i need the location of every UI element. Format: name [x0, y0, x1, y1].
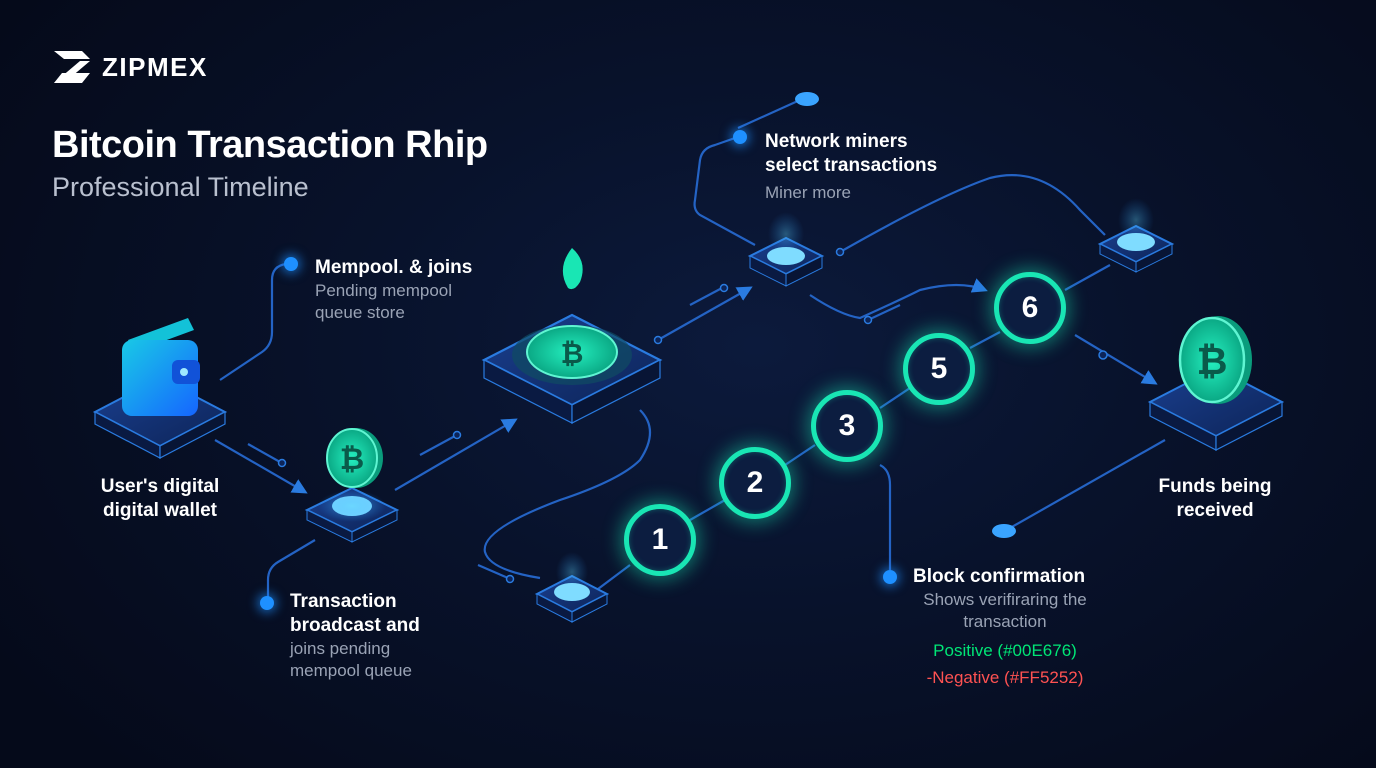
connector-miners-right [839, 174, 1106, 253]
connector-received-dot [1009, 439, 1166, 529]
connector-node6-right [1064, 264, 1111, 291]
chain-2-3 [784, 444, 816, 466]
confirmation-desc-line2: transaction [963, 612, 1047, 631]
mempool-label: Mempool. & joins Pending mempool queue s… [315, 256, 545, 324]
connector-broadcast-center [394, 418, 518, 491]
connector-miners-aux [867, 304, 901, 321]
right-upper-platform [1097, 198, 1175, 273]
confirmation-node-1[interactable]: 1 [624, 504, 696, 576]
mempool-desc-line2: queue store [315, 303, 405, 322]
bitcoin-symbol: ₿ [1197, 339, 1228, 383]
broadcast-title-line1: Transaction [290, 591, 397, 612]
wallet-title-line1: User's digital [100, 476, 220, 497]
connector-wallet-aux [247, 443, 281, 463]
received-title-line1: Funds being [1158, 476, 1272, 497]
broadcast-platform [304, 486, 400, 543]
miners-title-line1: Network miners [765, 131, 908, 152]
broadcast-desc-line2: mempool queue [290, 661, 412, 680]
connector-wallet-broadcast [214, 439, 308, 494]
miners-platform [747, 212, 825, 287]
miners-label: Network miners select transactions Miner… [765, 130, 995, 204]
miners-desc: Miner more [765, 183, 851, 202]
bitcoin-symbol: ₿ [561, 337, 584, 370]
broadcast-label: Transaction broadcast and joins pending … [290, 590, 490, 682]
confirmation-desc-line1: Shows verifiraring the [923, 590, 1087, 609]
chain-3-5 [879, 387, 911, 409]
page-title: Bitcoin Transaction Rhip [52, 124, 488, 166]
connector-joints [277, 247, 1108, 584]
page-subtitle: Professional Timeline [52, 172, 309, 202]
broadcast-desc-line1: joins pending [290, 639, 391, 658]
chain-5-6 [969, 331, 1001, 349]
top-node-marker [795, 92, 819, 106]
confirmation-node-5[interactable]: 5 [903, 333, 975, 405]
connector-miners-label [693, 136, 756, 246]
confirmation-title: Block confirmation [913, 566, 1086, 587]
wallet-label: User's digital digital wallet [80, 475, 240, 523]
mempool-desc-line1: Pending mempool [315, 281, 453, 300]
confirmation-label-dot [883, 570, 897, 584]
lower-right-node-marker [992, 524, 1016, 538]
broadcast-coin-icon: ₿ [326, 428, 383, 488]
miners-label-dot [733, 130, 747, 144]
confirmation-node-6[interactable]: 6 [994, 272, 1066, 344]
brand-logo: ZIPMEX [52, 47, 208, 87]
connector-node6-received [1074, 334, 1158, 385]
connector-broadcast-label [266, 539, 316, 598]
confirmation-node-2[interactable]: 2 [719, 447, 791, 519]
connector-wallet-mempool [219, 262, 287, 381]
received-label: Funds being received [1135, 475, 1295, 523]
chain-1-2 [689, 499, 726, 521]
received-title-line2: received [1176, 500, 1254, 521]
confirmation-label: Block confirmation Shows verifiraring th… [905, 565, 1105, 688]
connector-miners-node6 [809, 278, 988, 320]
center-platform: ₿ [481, 313, 663, 424]
connector-lower-aux [477, 563, 509, 580]
connector-node3-confirmation [879, 464, 892, 570]
brand-name: ZIPMEX [102, 51, 208, 82]
connector-center-miners [657, 286, 753, 341]
connector-top [737, 98, 801, 130]
connector-lines [214, 98, 1166, 598]
connector-center-aux [689, 287, 723, 306]
confirmation-node-3[interactable]: 3 [811, 390, 883, 462]
positive-color-legend: Positive (#00E676) [933, 641, 1077, 660]
wallet-icon [122, 318, 200, 416]
bitcoin-symbol: ₿ [340, 442, 364, 477]
received-coin-icon: ₿ [1178, 316, 1252, 404]
lower-platform [534, 552, 610, 623]
negative-color-legend: -Negative (#FF5252) [926, 668, 1084, 687]
broadcast-title-line2: broadcast and [290, 615, 420, 636]
connector-center-lower [483, 409, 652, 580]
wallet-title-line2: digital wallet [102, 500, 218, 521]
connector-broadcast-aux [419, 435, 456, 456]
zipmex-logo-icon [54, 51, 90, 83]
miners-title-line2: select transactions [765, 155, 938, 176]
broadcast-label-dot [260, 596, 274, 610]
mempool-title: Mempool. & joins [315, 257, 473, 278]
mempool-label-dot [284, 257, 298, 271]
leaf-marker-icon [562, 248, 583, 290]
